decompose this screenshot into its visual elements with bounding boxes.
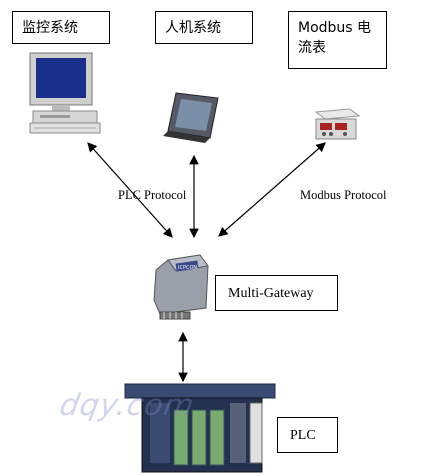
connector-monitoring-gateway [87,142,173,238]
modbus-meter-label: Modbus 电流表 [288,11,387,69]
plc-rack-icon [124,383,276,473]
current-meter-icon [314,108,361,140]
connector-meter-gateway [218,142,326,237]
gateway-label: Multi-Gateway [215,275,338,311]
watermark-text: dqy.com [56,388,198,423]
plc-protocol-label: PLC Protocol [118,188,187,202]
gateway-brand-text: ICPCON [178,265,197,271]
gateway-device-icon: ICPCON [153,254,209,320]
touch-panel-icon [163,92,219,143]
computer-icon [29,52,101,134]
modbus-protocol-label: Modbus Protocol [300,188,387,202]
monitoring-system-label: 监控系统 [12,11,110,44]
hmi-system-label: 人机系统 [155,11,253,44]
plc-label: PLC [277,417,338,453]
